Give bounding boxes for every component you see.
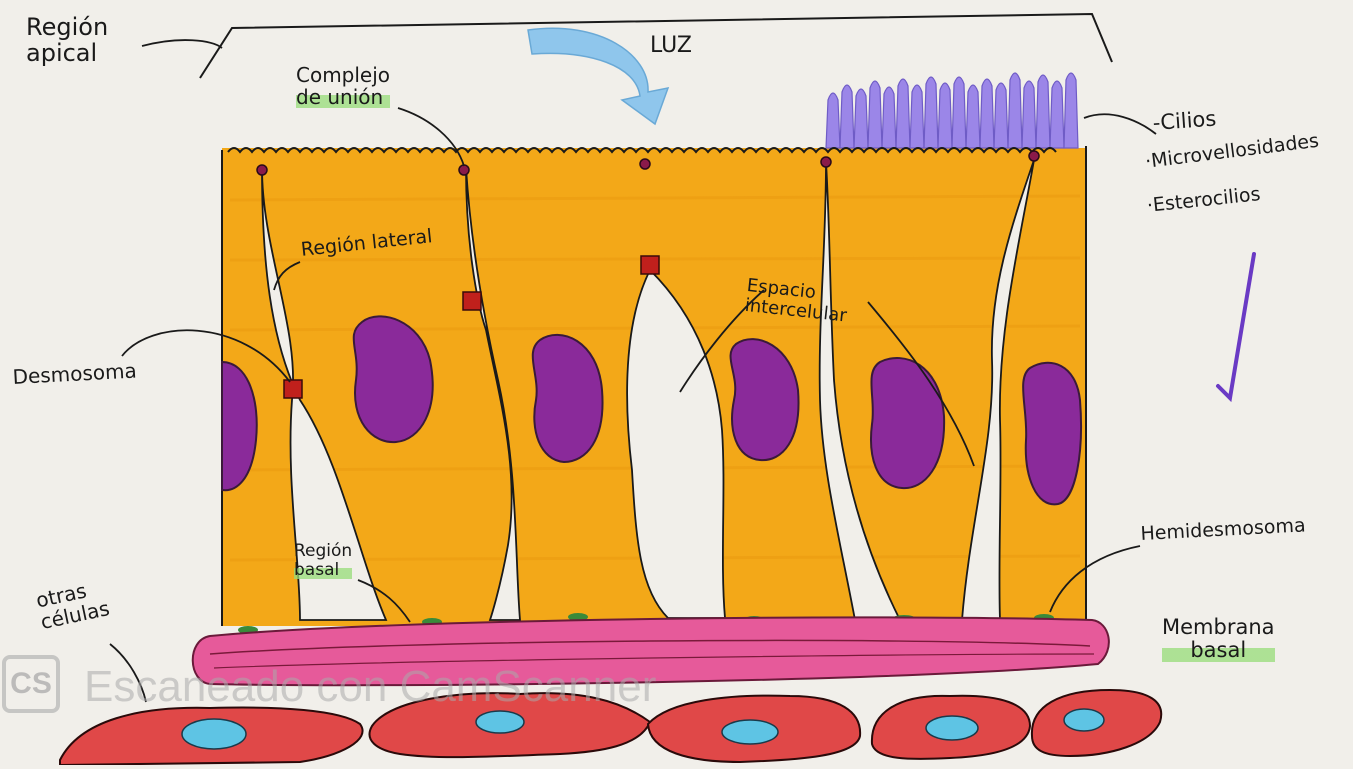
leader-cilios xyxy=(1084,114,1156,134)
label-membrana-basal: Membrana basal xyxy=(1162,616,1275,662)
other-nucleus-4 xyxy=(926,716,978,740)
desmosome-2 xyxy=(463,292,481,310)
label-luz: LUZ xyxy=(650,34,692,58)
label-complejo-union: Complejo de unión xyxy=(296,64,390,108)
other-nucleus-1 xyxy=(182,719,246,749)
junction-dot-4 xyxy=(821,157,831,167)
other-nucleus-2 xyxy=(476,711,524,733)
desmosome-3 xyxy=(641,256,659,274)
watermark-text: Escaneado con CamScanner xyxy=(84,662,656,712)
label-region-basal: Región basal xyxy=(294,542,352,579)
junction-dot-3 xyxy=(640,159,650,169)
luz-arrow xyxy=(528,28,668,124)
junction-dot-1 xyxy=(257,165,267,175)
nucleus-5 xyxy=(871,358,944,488)
cilia-group xyxy=(826,73,1078,148)
junction-dot-2 xyxy=(459,165,469,175)
camscanner-logo: CS xyxy=(2,655,60,713)
other-nucleus-3 xyxy=(722,720,778,744)
other-nucleus-5 xyxy=(1064,709,1104,731)
check-mark xyxy=(1218,254,1254,398)
nucleus-6 xyxy=(1023,363,1081,505)
label-region-apical: Región apical xyxy=(26,14,108,67)
label-cilios: -Cilios xyxy=(1152,108,1217,135)
leader-region-apical xyxy=(142,40,222,48)
junction-dot-5 xyxy=(1029,151,1039,161)
desmosome-1 xyxy=(284,380,302,398)
